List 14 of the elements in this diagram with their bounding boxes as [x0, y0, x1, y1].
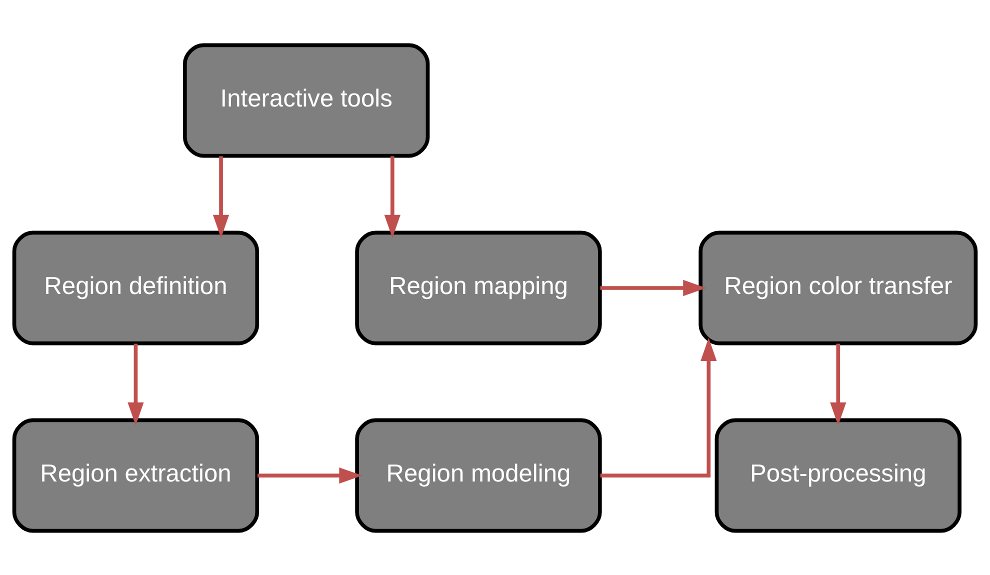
arrow: [830, 343, 846, 425]
arrow: [600, 337, 717, 477]
node-box: Region color transfer: [698, 230, 978, 345]
node-box: Post-processing: [714, 418, 962, 532]
arrow: [258, 466, 362, 484]
node-box: Region mapping: [355, 230, 602, 345]
node-box: Region definition: [12, 230, 260, 345]
node-box: Region modeling: [355, 418, 602, 532]
arrow: [212, 156, 230, 238]
arrow: [128, 343, 144, 425]
arrow: [384, 156, 400, 238]
arrow: [600, 279, 706, 296]
node-box: Interactive tools: [182, 42, 430, 158]
node-box: Region extraction: [12, 418, 260, 532]
